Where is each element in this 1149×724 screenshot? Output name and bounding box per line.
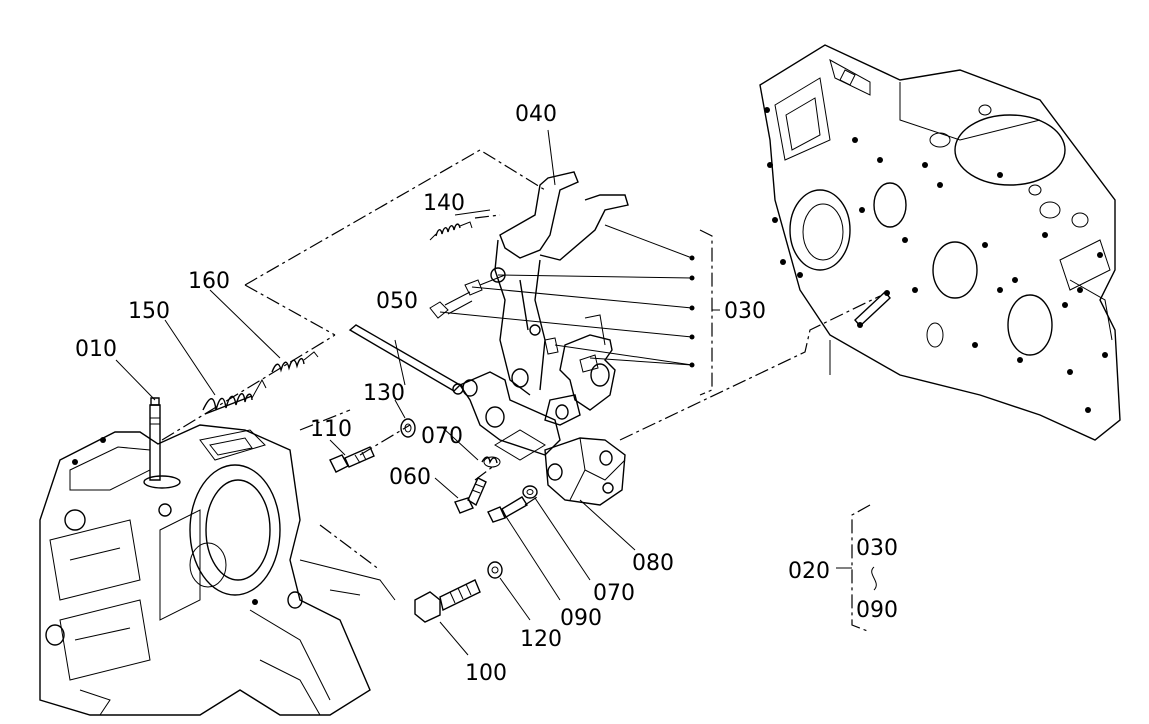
label-090-group: 090	[856, 598, 898, 623]
part-030-assembly	[429, 279, 616, 426]
label-140: 140	[423, 191, 465, 216]
label-100: 100	[465, 661, 507, 686]
part-080-block	[544, 437, 626, 506]
label-010: 010	[75, 337, 117, 362]
gear-case-housing	[39, 424, 396, 716]
label-120: 120	[520, 627, 562, 652]
governor-body	[458, 371, 561, 461]
part-070-spring-upper	[481, 456, 501, 468]
label-090: 090	[560, 606, 602, 631]
part-150-spring	[202, 378, 267, 415]
label-050: 050	[376, 289, 418, 314]
label-080: 080	[632, 551, 674, 576]
engine-block	[759, 44, 1121, 441]
part-070-washer-lower	[522, 485, 538, 499]
label-070-lower: 070	[593, 581, 635, 606]
label-060: 060	[389, 465, 431, 490]
part-100-bolt	[414, 579, 481, 623]
label-020: 020	[788, 559, 830, 584]
label-030-group: 030	[856, 536, 898, 561]
part-110-bolt	[329, 446, 375, 473]
group-020-bracket	[836, 504, 877, 633]
label-110: 110	[310, 417, 352, 442]
part-labels: 010 150 160 050 130 110 070 060 040 140 …	[75, 102, 898, 686]
part-160-spring	[271, 351, 319, 373]
label-040: 040	[515, 102, 557, 127]
label-030: 030	[724, 299, 766, 324]
label-070-upper: 070	[421, 424, 463, 449]
dowel-pin	[829, 290, 891, 375]
part-090-bolt	[487, 496, 528, 523]
label-160: 160	[188, 269, 230, 294]
guide-lines	[161, 149, 881, 571]
part-030-leaders	[439, 224, 720, 396]
leader-lines	[115, 129, 636, 656]
label-150: 150	[128, 299, 170, 324]
part-060-bolt	[454, 477, 487, 514]
part-130-washer	[400, 418, 416, 438]
label-130: 130	[363, 381, 405, 406]
part-010-shaft	[143, 397, 181, 489]
part-140-spring	[429, 221, 473, 241]
part-120-washer	[487, 561, 503, 579]
